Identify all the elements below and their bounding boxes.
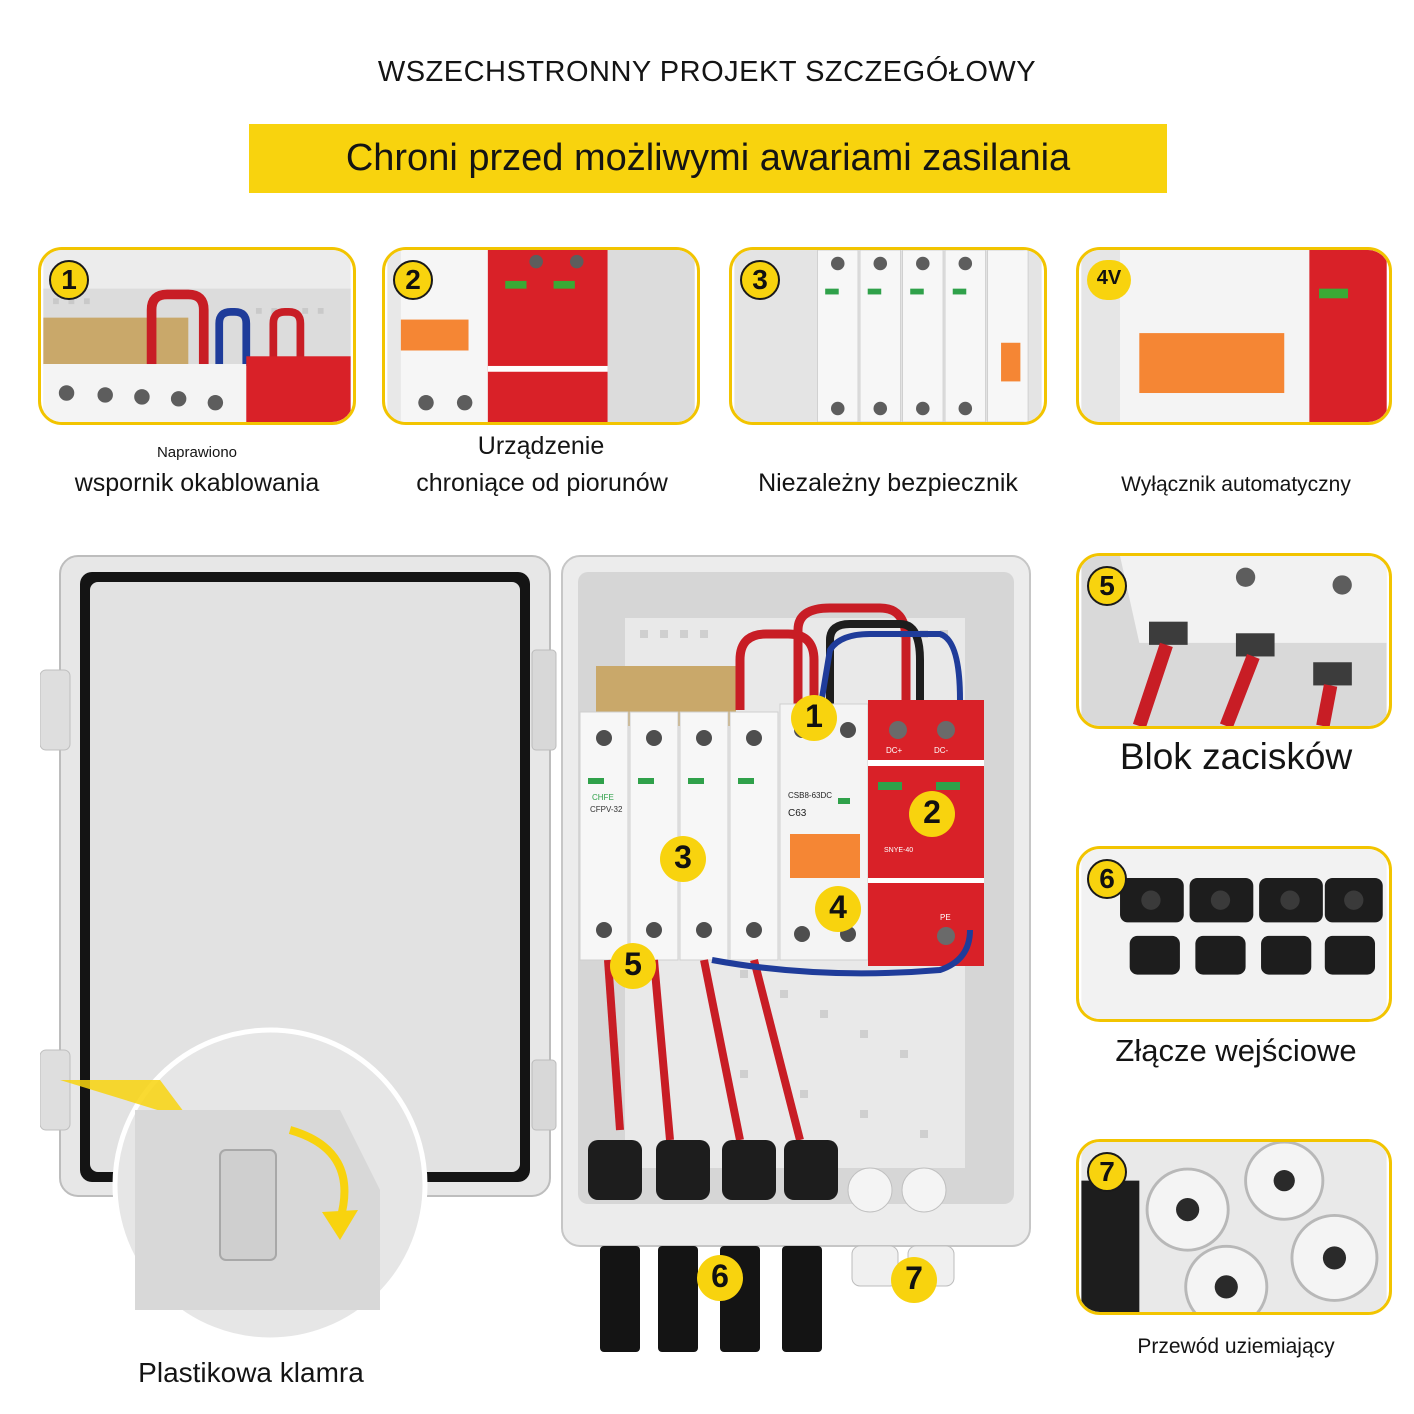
feature-thumb-input-connector: 6 [1076, 846, 1392, 1022]
breaker-rating-label: C63 [788, 808, 807, 819]
fuse-illustration [734, 250, 1042, 422]
feature-thumb-ground-cable: 7 [1076, 1139, 1392, 1315]
terminal-block-illustration [1081, 556, 1387, 726]
fuse-brand-label: CHFE [592, 793, 614, 802]
clamp-caption: Plastikowa klamra [138, 1357, 364, 1388]
feature-badge-4: 4V [1087, 260, 1131, 300]
main-badge-6: 6 [697, 1255, 743, 1301]
caption-6: Złącze wejściowe [1115, 1033, 1357, 1068]
mc4-connectors [600, 1246, 822, 1352]
caption-2-line1: Urządzenie [477, 432, 605, 460]
wiring-bracket-illustration [43, 250, 351, 422]
feature-badge-7: 7 [1087, 1152, 1127, 1192]
input-connector-illustration [1081, 849, 1387, 1019]
feature-thumb-fuse: 3 [729, 247, 1047, 425]
surge-protector-illustration [387, 250, 695, 422]
caption-3: Niezależny bezpiecznik [758, 469, 1018, 497]
pe-label: PE [940, 913, 951, 922]
caption-1-small: Naprawiono [156, 444, 238, 461]
feature-thumb-wiring-bracket: 1 [38, 247, 356, 425]
feature-thumb-surge-protector: 2 [382, 247, 700, 425]
breaker-model-label: CSB8-63DC [788, 791, 832, 800]
main-badge-3: 3 [660, 836, 706, 882]
dc-minus-label: DC- [934, 746, 949, 755]
main-badge-4: 4 [815, 886, 861, 932]
headline-text: Chroni przed możliwymi awariami zasilani… [345, 137, 1071, 179]
caption-1: wspornik okablowania [74, 469, 320, 497]
combiner-box-illustration: CHFE CFPV-32 CSB8-63DC C63 DC+ DC- PE SN… [40, 555, 1031, 1352]
mounting-plate-grid [640, 630, 948, 1138]
breaker-illustration [1081, 250, 1387, 422]
input-glands [588, 1140, 838, 1200]
fuse-model-label: CFPV-32 [590, 805, 623, 814]
main-badge-1: 1 [791, 695, 837, 741]
feature-badge-5: 5 [1087, 566, 1127, 606]
main-badge-2: 2 [909, 791, 955, 837]
spd-model-label: SNYE-40 [884, 847, 913, 854]
caption-2-line2: chroniące od piorunów [416, 469, 668, 497]
caption-7: Przewód uziemiający [1137, 1335, 1335, 1358]
feature-thumb-breaker: 4V [1076, 247, 1392, 425]
headline-banner: Chroni przed możliwymi awariami zasilani… [249, 124, 1167, 193]
main-badge-7: 7 [891, 1257, 937, 1303]
feature-badge-3: 3 [740, 260, 780, 300]
main-badge-5: 5 [610, 943, 656, 989]
feature-thumb-terminal-block: 5 [1076, 553, 1392, 729]
feature-badge-2: 2 [393, 260, 433, 300]
page-title: WSZECHSTRONNY PROJEKT SZCZEGÓŁOWY [377, 56, 1037, 88]
caption-5: Blok zacisków [1119, 736, 1353, 777]
feature-badge-1: 1 [49, 260, 89, 300]
ground-cable-gland-illustration [1081, 1142, 1387, 1312]
feature-badge-6: 6 [1087, 859, 1127, 899]
caption-4: Wyłącznik automatyczny [1121, 473, 1351, 496]
dc-plus-label: DC+ [886, 746, 903, 755]
